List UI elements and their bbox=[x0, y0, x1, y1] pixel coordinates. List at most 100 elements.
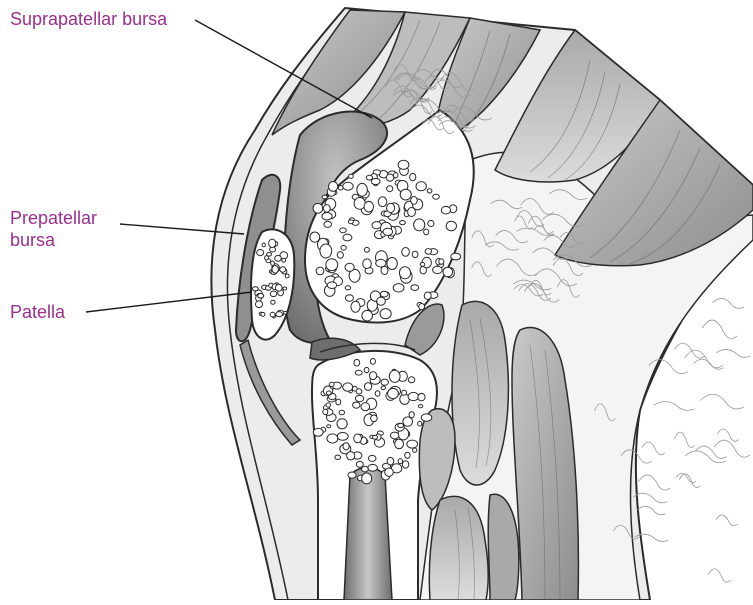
trabecula bbox=[418, 421, 422, 426]
trabecula bbox=[387, 203, 395, 212]
trabecula bbox=[407, 440, 418, 448]
trabecula bbox=[366, 175, 372, 180]
trabecula bbox=[258, 294, 264, 299]
trabecula bbox=[398, 459, 402, 464]
trabecula bbox=[270, 312, 275, 317]
trabecula bbox=[355, 370, 362, 375]
trabecula bbox=[284, 311, 287, 314]
fat-lobule-line bbox=[675, 432, 695, 447]
trabecula bbox=[433, 266, 443, 273]
trabecula bbox=[373, 435, 378, 439]
trabecula bbox=[352, 386, 357, 391]
trabecula bbox=[343, 443, 349, 450]
trabecula bbox=[402, 461, 408, 468]
prepatellar-bursa-label-line-1: Prepatellar bbox=[10, 207, 97, 229]
trabecula bbox=[326, 391, 331, 395]
trabecula bbox=[326, 403, 330, 407]
fat-lobule-line bbox=[685, 451, 726, 463]
trabecula bbox=[408, 377, 414, 383]
trabecula bbox=[372, 222, 381, 229]
trabecula bbox=[354, 198, 365, 210]
trabecula bbox=[368, 455, 376, 461]
trabecula bbox=[381, 266, 388, 274]
trabecula bbox=[252, 287, 258, 291]
fat-lobule-line bbox=[714, 440, 750, 457]
trabecula bbox=[323, 205, 330, 213]
trabecula bbox=[370, 359, 375, 365]
trabecula bbox=[322, 213, 332, 220]
trabecula bbox=[269, 239, 276, 247]
trabecula bbox=[329, 182, 338, 192]
trabecula bbox=[409, 412, 414, 418]
trabecula bbox=[371, 415, 378, 422]
fat-lobule-line bbox=[639, 475, 671, 490]
trabecula bbox=[345, 263, 354, 271]
trabecula bbox=[256, 301, 263, 308]
trabecula bbox=[270, 291, 277, 297]
trabecula bbox=[389, 370, 400, 382]
trabecula bbox=[410, 173, 416, 180]
trabecula bbox=[338, 186, 343, 191]
trabecula bbox=[322, 195, 327, 199]
trabecula bbox=[381, 379, 388, 385]
trabecula bbox=[329, 382, 334, 386]
trabecula bbox=[380, 309, 391, 319]
trabecula bbox=[357, 183, 368, 196]
trabecula bbox=[387, 258, 397, 270]
fat-lobule-line bbox=[702, 320, 737, 339]
trabecula bbox=[343, 182, 353, 190]
trabecula bbox=[368, 464, 378, 471]
trabecula bbox=[441, 206, 450, 214]
fat-lobule-line bbox=[685, 350, 723, 368]
trabecula bbox=[337, 252, 343, 259]
trabecula bbox=[400, 189, 411, 200]
trabecula bbox=[362, 310, 373, 321]
trabecula bbox=[413, 448, 417, 452]
trabecula bbox=[361, 403, 370, 411]
trabecula bbox=[323, 409, 328, 414]
trabecula bbox=[386, 174, 393, 181]
suprapatellar-bursa-label: Suprapatellar bursa bbox=[10, 8, 167, 30]
trabecula bbox=[345, 295, 353, 302]
trabecula bbox=[371, 178, 380, 184]
trabecula bbox=[313, 203, 323, 213]
trabecula bbox=[362, 473, 372, 484]
trabecula bbox=[399, 267, 410, 279]
prepatellar-bursa-label-line-2: bursa bbox=[10, 229, 97, 251]
trabecula bbox=[353, 402, 360, 408]
fat-lobule-line bbox=[654, 402, 694, 411]
trabecula bbox=[364, 383, 371, 391]
trabecula bbox=[414, 219, 425, 231]
fat-lobule-line bbox=[676, 473, 696, 482]
trabecula bbox=[390, 432, 398, 439]
trabecula bbox=[398, 423, 404, 427]
fat-lobule-line bbox=[716, 515, 737, 526]
trabecula bbox=[343, 383, 353, 391]
trabecula bbox=[355, 395, 363, 401]
trabecula bbox=[446, 221, 456, 231]
trabecula bbox=[364, 201, 373, 212]
trabecula bbox=[363, 259, 372, 269]
trabecula bbox=[320, 244, 332, 258]
fat-lobule-line bbox=[716, 349, 750, 357]
prepatellar-bursa-label: Prepatellar bursa bbox=[10, 207, 97, 251]
fat-lobule-line bbox=[717, 429, 738, 441]
trabecula bbox=[347, 452, 355, 460]
trabecula bbox=[403, 417, 413, 426]
trabecula bbox=[349, 174, 354, 178]
trabecula bbox=[326, 259, 338, 271]
trabecula bbox=[351, 301, 360, 312]
trabecula bbox=[381, 386, 385, 390]
trabecula bbox=[451, 253, 461, 260]
trabecula bbox=[394, 173, 398, 178]
trabecula bbox=[364, 247, 369, 252]
trabecula bbox=[375, 391, 380, 396]
trabecula bbox=[376, 259, 386, 267]
trabecula bbox=[402, 390, 407, 395]
trabecula bbox=[421, 414, 432, 421]
fat-lobule-line bbox=[642, 442, 665, 455]
trabecula bbox=[337, 433, 348, 441]
trabecula bbox=[418, 393, 425, 400]
trabecula bbox=[327, 434, 338, 443]
